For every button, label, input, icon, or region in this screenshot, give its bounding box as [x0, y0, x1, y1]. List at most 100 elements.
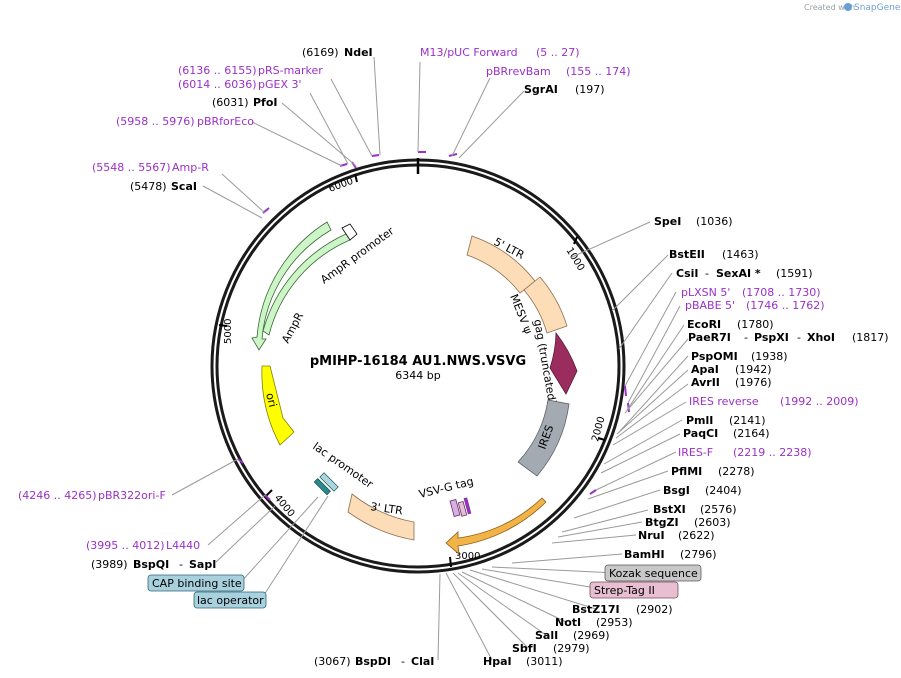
credit-brand: SnapGene	[854, 3, 901, 13]
label-paer7i-pos: (1817)	[852, 331, 889, 344]
label-pmli[interactable]: PmlI	[686, 414, 713, 427]
snapgene-logo-icon	[844, 3, 852, 11]
label-pbrrevbam[interactable]: pBRrevBam	[486, 65, 551, 78]
label-kozak: Kozak sequence	[609, 567, 698, 580]
label-scai[interactable]: ScaI	[171, 180, 197, 193]
label-pgex3[interactable]: pGEX 3'	[258, 78, 302, 91]
label-pspomi[interactable]: PspOMI	[691, 350, 738, 363]
label-ires-f[interactable]: IRES-F	[678, 446, 713, 459]
label-spei[interactable]: SpeI	[654, 215, 681, 228]
label-apai[interactable]: ApaI	[691, 363, 719, 376]
feature-lac-promoter	[313, 472, 339, 496]
label-pbrforeco[interactable]: pBRforEco	[197, 115, 254, 128]
label-ires-rev-pos: (1992 .. 2009)	[780, 395, 859, 408]
label-ampr-primer[interactable]: Amp-R	[172, 161, 209, 174]
label-pbr322ori[interactable]: pBR322ori-F	[98, 489, 166, 502]
streptag-box[interactable]	[589, 581, 679, 599]
label-bspdi-sep: -	[401, 655, 405, 668]
feature-gag	[549, 331, 578, 395]
label-pspxi[interactable]: PspXI	[754, 331, 789, 344]
plasmid-name: pMIHP-16184 AU1.NWS.VSVG	[310, 354, 526, 369]
label-pmli-pos: (2141)	[729, 414, 766, 427]
feature-vsvg-label: VSV-G tag	[418, 475, 475, 501]
label-hpai-pos: (3011)	[526, 655, 563, 668]
label-ecori-pos: (1780)	[737, 318, 774, 331]
label-bsteii[interactable]: BstEII	[669, 248, 705, 261]
label-l4440[interactable]: L4440	[166, 539, 200, 552]
label-ires-f-pos: (2219 .. 2238)	[733, 446, 812, 459]
label-bstz17i[interactable]: BstZ17I	[572, 603, 620, 616]
feature-3ltr	[347, 493, 415, 541]
label-sbfi-pos: (2979)	[553, 642, 590, 655]
label-bspqi-sep: -	[179, 558, 183, 571]
label-ampr-primer-pos: (5548 .. 5567)	[92, 161, 171, 174]
label-ecori[interactable]: EcoRI	[687, 318, 721, 331]
label-bstxi-pos: (2576)	[700, 503, 737, 516]
feature-amp-promoter-label: AmpR promoter	[318, 224, 397, 286]
label-m13[interactable]: M13/pUC Forward	[420, 46, 518, 59]
label-prsmarker[interactable]: pRS-marker	[258, 64, 323, 77]
label-sbfi[interactable]: SbfI	[512, 642, 537, 655]
label-bsgi[interactable]: BsgI	[663, 484, 690, 497]
label-plxsn-pos: (1708 .. 1730)	[742, 286, 821, 299]
label-bstz17i-pos: (2902)	[636, 603, 673, 616]
feature-ires	[517, 399, 570, 477]
label-prsmarker-pos: (6136 .. 6155)	[178, 64, 257, 77]
label-l4440-pos: (3995 .. 4012)	[86, 539, 165, 552]
label-pfoi[interactable]: PfoI	[253, 96, 278, 109]
lacop-box[interactable]	[193, 591, 267, 609]
label-bamhi[interactable]: BamHI	[624, 548, 665, 561]
label-paer7i-sep: -	[744, 331, 748, 344]
label-bsteii-pos: (1463)	[722, 248, 759, 261]
label-m13-pos: (5 .. 27)	[536, 46, 580, 59]
label-hpai[interactable]: HpaI	[483, 655, 512, 668]
label-clai[interactable]: ClaI	[411, 655, 434, 668]
label-sgrai-pos: (197)	[575, 83, 605, 96]
label-pflmi[interactable]: PflMI	[671, 465, 702, 478]
label-btgzi[interactable]: BtgZI	[645, 516, 679, 529]
tick-3000: 3000	[455, 551, 480, 562]
tick-5000: 5000	[223, 319, 234, 344]
label-avrii[interactable]: AvrII	[691, 376, 720, 389]
leader-lines	[171, 56, 689, 661]
label-csii[interactable]: CsiI	[676, 267, 698, 280]
label-pgex3-pos: (6014 .. 6036)	[178, 78, 257, 91]
label-cap: CAP binding site	[152, 577, 242, 590]
feature-ori	[261, 365, 295, 446]
feature-ori-label: ori	[263, 392, 279, 409]
label-pflmi-pos: (2278)	[718, 465, 755, 478]
label-pspxi-sep: -	[797, 331, 801, 344]
label-bspdi[interactable]: BspDI	[355, 655, 391, 668]
label-sexai[interactable]: SexAI *	[716, 267, 761, 280]
label-pbabe-pos: (1746 .. 1762)	[746, 299, 825, 312]
label-sali[interactable]: SalI	[535, 629, 558, 642]
label-nrui[interactable]: NruI	[638, 529, 665, 542]
kozak-box[interactable]	[604, 564, 702, 582]
cap-box[interactable]	[147, 574, 245, 592]
label-lacop: lac operator	[197, 594, 264, 607]
label-paqci[interactable]: PaqCI	[683, 427, 718, 440]
label-bamhi-pos: (2796)	[680, 548, 717, 561]
label-csii-sep: -	[705, 267, 709, 280]
label-streptag: Strep-Tag II	[594, 584, 655, 597]
ticks	[218, 173, 606, 568]
label-bspqi[interactable]: BspQI	[133, 558, 169, 571]
label-xhoi[interactable]: XhoI	[807, 331, 835, 344]
label-sgrai[interactable]: SgrAI	[524, 83, 558, 96]
label-plxsn[interactable]: pLXSN 5'	[681, 286, 730, 299]
label-ndei-pos: (6169)	[302, 46, 339, 59]
label-btgzi-pos: (2603)	[694, 516, 731, 529]
label-pbabe[interactable]: pBABE 5'	[685, 299, 735, 312]
label-csii-pos: (1591)	[776, 267, 813, 280]
label-paer7i[interactable]: PaeR7I	[688, 331, 731, 344]
label-bstxi[interactable]: BstXI	[653, 503, 686, 516]
label-ndei[interactable]: NdeI	[344, 46, 373, 59]
plasmid-size: 6344 bp	[395, 369, 440, 382]
feature-ampr-label: AmpR	[279, 310, 306, 345]
label-ires-rev[interactable]: IRES reverse	[689, 395, 759, 408]
label-sapi[interactable]: SapI	[189, 558, 216, 571]
feature-ampr-arrow	[251, 221, 332, 351]
label-noti-pos: (2953)	[596, 616, 633, 629]
label-noti[interactable]: NotI	[555, 616, 581, 629]
